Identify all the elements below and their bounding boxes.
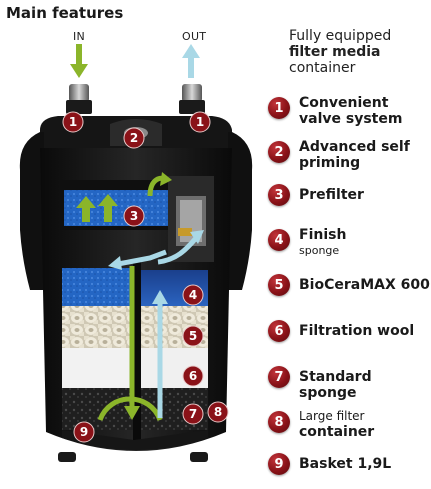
feature-label: Large filter [299,409,365,423]
feature-number-badge: 9 [268,453,290,475]
prefilter-flow-arrows [76,194,118,222]
right-clamp [228,132,253,290]
inflow-label: IN [73,30,86,43]
svg-text:1: 1 [196,115,204,129]
feature-label: Convenient [299,95,389,111]
feature-label: BioCeraMAX 600 [299,277,430,293]
feature-item-bioceramax: 5 BioCeraMAX 600 [268,274,431,310]
diagram-callout-1: 1 [62,111,84,133]
svg-text:1: 1 [69,115,77,129]
feature-number-badge: 8 [268,411,290,433]
left-clamp [19,132,44,290]
feature-label: Advanced self [299,139,410,155]
intro-line-1: Fully equipped [289,28,392,44]
svg-text:2: 2 [130,131,138,145]
outflow-label: OUT [182,30,207,43]
svg-text:3: 3 [130,209,138,223]
diagram-callout-9: 9 [73,421,95,443]
diagram-callout-7: 7 [182,403,204,425]
outlet-valve [179,84,205,114]
intro-line-3: container [289,60,356,76]
inflow-arrow [70,44,88,78]
intro-line-2: filter media [289,44,381,60]
feature-label: Standard sponge [299,369,372,401]
svg-text:7: 7 [189,407,197,421]
diagram-callout-6: 6 [182,365,204,387]
filtration-wool-media [62,348,134,388]
feature-label: priming [299,155,361,171]
feature-number-badge: 6 [268,320,290,342]
svg-text:8: 8 [214,405,222,419]
feature-label: Prefilter [299,187,364,203]
feature-number-badge: 2 [268,141,290,163]
diagram-callout-2: 2 [123,127,145,149]
feature-item-prefilter: 3 Prefilter [268,184,431,220]
feature-label: Basket 1,9L [299,456,392,472]
standard-sponge-media [62,388,134,430]
inlet-valve [66,84,92,114]
svg-text:5: 5 [189,329,197,343]
internal-flow-arrows [97,172,204,422]
svg-text:9: 9 [80,425,88,439]
diagram-callout-8: 8 [207,401,229,423]
feature-label: container [299,424,375,440]
diagram-callout-1: 1 [189,111,211,133]
feature-item-standard-sponge: 7 Standard sponge [268,366,431,402]
feature-label: sponge [299,244,340,257]
feature-label: valve system [299,111,403,127]
finish-sponge-media [62,268,134,306]
ceramic-media [62,306,134,348]
feature-label: Filtration wool [299,323,415,339]
figure-title: Main features [6,4,124,22]
outflow-arrow [182,44,200,78]
feature-item-basket: 9 Basket 1,9L [268,453,431,489]
feature-item-filtration-wool: 6 Filtration wool [268,320,431,356]
feature-number-badge: 7 [268,366,290,388]
diagram-callout-4: 4 [182,284,204,306]
feature-number-badge: 4 [268,229,290,251]
center-divider [133,262,141,440]
diagram-callout-3: 3 [123,205,145,227]
feature-number-badge: 1 [268,97,290,119]
container-intro: Fully equipped filter media container [289,28,429,76]
svg-text:6: 6 [189,369,197,383]
diagram-callout-5: 5 [182,325,204,347]
filter-illustration: 1 1 2 3 4 5 6 7 8 9 [19,44,253,462]
feature-label: Finish [299,227,347,243]
feature-number-badge: 3 [268,184,290,206]
svg-text:4: 4 [189,288,197,302]
feature-number-badge: 5 [268,274,290,296]
